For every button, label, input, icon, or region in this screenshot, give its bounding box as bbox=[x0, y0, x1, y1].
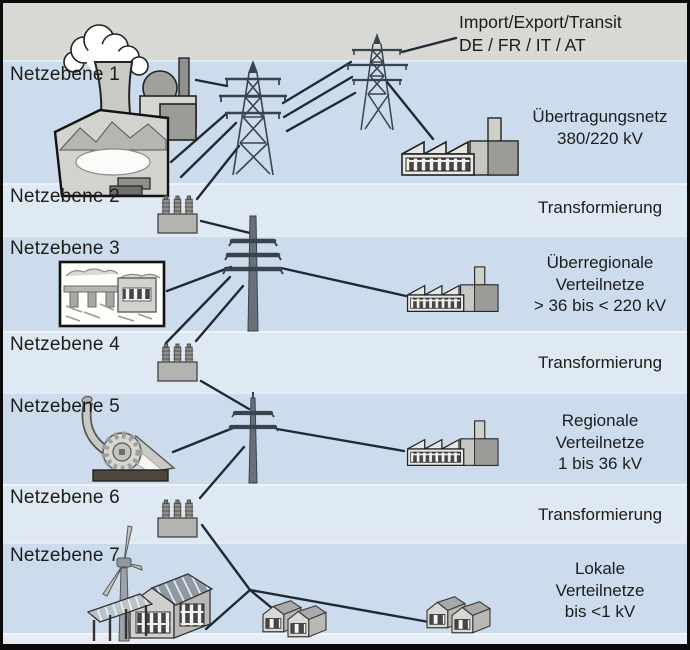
plant-front-panel bbox=[53, 108, 170, 198]
desc-line: Lokale bbox=[574, 559, 626, 578]
cottage-pair-icon bbox=[426, 596, 491, 634]
label-netzebene-3: Netzebene 3 bbox=[10, 238, 120, 259]
power-lines bbox=[164, 36, 458, 631]
desc-line: Regionale bbox=[561, 411, 639, 430]
desc-netzebene-3: Überregionale Verteilnetze > 36 bis < 22… bbox=[515, 252, 685, 317]
desc-netzebene-4: Transformierung bbox=[515, 352, 685, 374]
band-netzebene-7 bbox=[0, 542, 690, 633]
label-netzebene-1: Netzebene 1 bbox=[10, 64, 120, 85]
desc-line: > 36 bis < 220 kV bbox=[533, 296, 667, 315]
desc-line: Verteilnetze bbox=[555, 274, 645, 294]
solar-house-icon bbox=[129, 573, 214, 639]
hydro-dam-picture-icon bbox=[58, 260, 166, 328]
factory-icon bbox=[406, 420, 499, 466]
water-turbine-icon bbox=[81, 395, 176, 482]
smoke-cloud-icon bbox=[63, 24, 149, 76]
pole-mast-icon bbox=[227, 392, 279, 484]
desc-line: 1 bis 36 kV bbox=[557, 454, 643, 473]
factory-icon bbox=[406, 266, 499, 312]
band-bottom-strip bbox=[0, 633, 690, 644]
transmission-tower-icon bbox=[346, 33, 408, 131]
label-netzebene-6: Netzebene 6 bbox=[10, 487, 120, 508]
transformer-icon bbox=[157, 499, 198, 538]
label-netzebene-7: Netzebene 7 bbox=[10, 545, 120, 566]
band-netzebene-4 bbox=[0, 331, 690, 392]
pole-mast-icon bbox=[222, 215, 284, 332]
desc-line: Verteilnetze bbox=[555, 432, 645, 452]
transmission-tower-icon bbox=[219, 60, 287, 176]
import-export-line1: Import/Export/Transit bbox=[459, 12, 622, 32]
transformer-icon bbox=[157, 343, 198, 382]
label-netzebene-4: Netzebene 4 bbox=[10, 334, 120, 355]
cottage-pair-icon bbox=[262, 600, 327, 638]
desc-line: Transformierung bbox=[537, 505, 663, 524]
desc-netzebene-2: Transformierung bbox=[515, 197, 685, 219]
desc-line: bis <1 kV bbox=[564, 602, 636, 621]
desc-line: Transformierung bbox=[537, 198, 663, 217]
import-export-line2: DE / FR / IT / AT bbox=[459, 35, 586, 55]
factory-icon bbox=[401, 117, 519, 176]
desc-line: Transformierung bbox=[537, 353, 663, 372]
label-netzebene-5: Netzebene 5 bbox=[10, 396, 120, 417]
desc-netzebene-6: Transformierung bbox=[515, 504, 685, 526]
desc-netzebene-1: Übertragungsnetz 380/220 kV bbox=[515, 106, 685, 149]
band-netzebene-6 bbox=[0, 484, 690, 542]
desc-line: Übertragungsnetz bbox=[532, 107, 668, 126]
label-netzebene-2: Netzebene 2 bbox=[10, 186, 120, 207]
power-plant-icon bbox=[53, 24, 197, 198]
desc-netzebene-5: Regionale Verteilnetze 1 bis 36 kV bbox=[515, 410, 685, 475]
desc-line: 380/220 kV bbox=[556, 128, 643, 148]
import-export-label: Import/Export/Transit DE / FR / IT / AT bbox=[459, 11, 622, 57]
desc-netzebene-7: Lokale Verteilnetze bis <1 kV bbox=[515, 558, 685, 623]
transformer-icon bbox=[157, 195, 198, 234]
solar-carport-icon bbox=[86, 593, 154, 641]
desc-line: Überregionale bbox=[546, 253, 654, 272]
desc-line: Verteilnetze bbox=[555, 580, 645, 600]
